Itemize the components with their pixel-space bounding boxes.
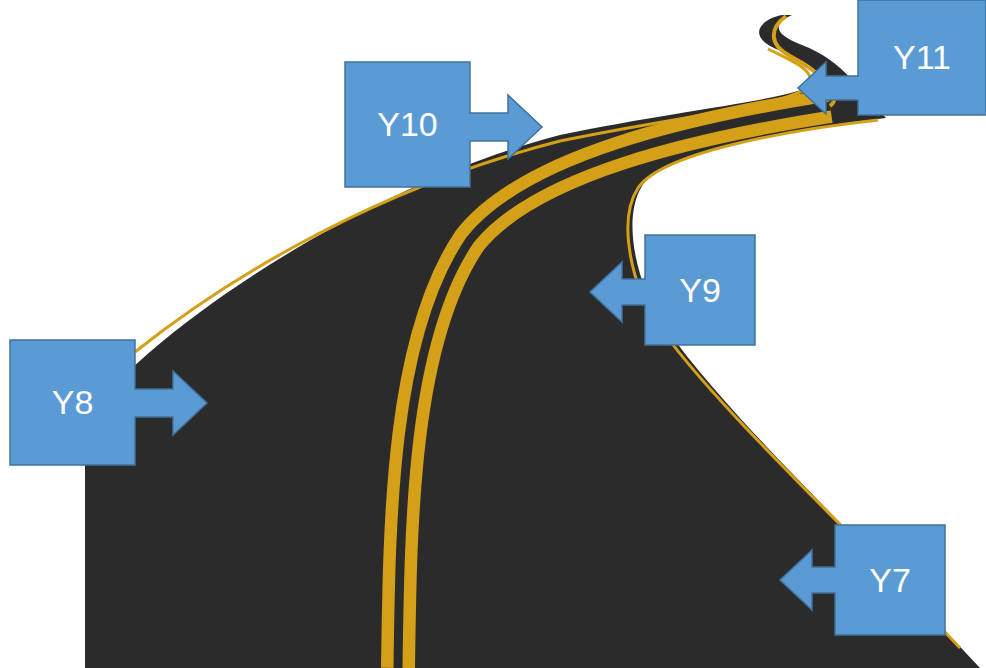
callout-outline (798, 0, 986, 115)
callout-outline (780, 525, 945, 635)
callout-box: Y8 (10, 340, 207, 465)
callout-box: Y10 (345, 62, 542, 187)
callout-label: Y10 (345, 62, 470, 187)
callout-outline (345, 62, 542, 187)
callout-shape (345, 62, 542, 187)
callout-outline (590, 235, 755, 345)
center-line-outer (398, 106, 830, 668)
callout-label: Y11 (858, 0, 986, 115)
callout-box: Y9 (590, 235, 755, 345)
callout-outline (10, 340, 207, 465)
callout-box: Y11 (798, 0, 986, 115)
callout-label: Y8 (10, 340, 135, 465)
callout-shape (798, 0, 986, 115)
road-edge-right (628, 120, 960, 648)
callout-shape (10, 340, 207, 465)
callout-box: Y7 (780, 525, 945, 635)
road-edge-left (135, 49, 810, 352)
callout-shape (590, 235, 755, 345)
center-line-gap (398, 106, 830, 668)
road-surface (85, 15, 980, 668)
callout-label: Y7 (835, 525, 945, 635)
callout-shape (780, 525, 945, 635)
callout-label: Y9 (645, 235, 755, 345)
